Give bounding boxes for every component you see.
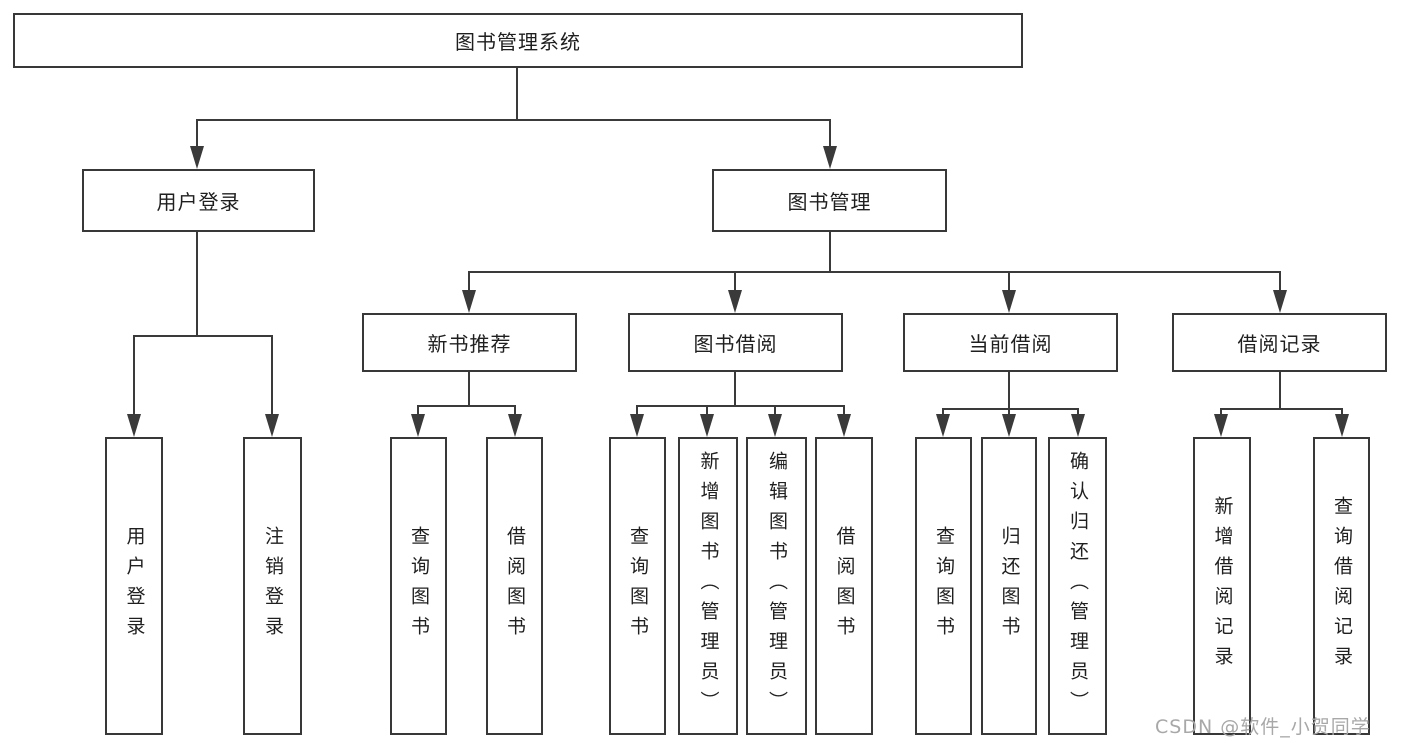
leaf-confirm-return-admin: 确认归还（管理员）: [1048, 437, 1107, 735]
node-library-system-label: 图书管理系统: [455, 30, 581, 54]
connector-book-management-stub: [829, 232, 831, 273]
connector-br-leaf1: [1220, 408, 1222, 417]
connector-to-current-borrow: [1008, 271, 1010, 293]
leaf-confirm-return-admin-label: 确认归还（管理员）: [1067, 451, 1089, 721]
arrow-cb-leaf1: [936, 414, 950, 437]
connector-to-leaf-logout: [271, 335, 273, 415]
node-book-borrowing: 图书借阅: [628, 313, 843, 372]
arrow-nb-leaf2: [508, 414, 522, 437]
connector-nb-leaf2: [514, 405, 516, 417]
arrow-to-leaf-logout: [265, 414, 279, 437]
arrow-br-leaf1: [1214, 414, 1228, 437]
leaf-user-login: 用户登录: [105, 437, 163, 735]
node-user-login: 用户登录: [82, 169, 315, 232]
leaf-logout: 注销登录: [243, 437, 302, 735]
connector-level3-horizontal: [468, 271, 1281, 273]
connector-new-book-horizontal: [417, 405, 516, 407]
connector-new-book-stub: [468, 372, 470, 407]
leaf-user-login-label: 用户登录: [123, 526, 146, 646]
leaf-borrow-books-recommend-label: 借阅图书: [504, 526, 526, 646]
connector-to-book-management: [829, 119, 831, 149]
connector-cb-leaf3: [1077, 408, 1079, 417]
connector-user-login-stub: [196, 232, 198, 337]
connector-to-borrow-record: [1279, 271, 1281, 293]
node-borrowing-records-label: 借阅记录: [1237, 332, 1322, 356]
arrow-to-leaf-user-login: [127, 414, 141, 437]
connector-to-new-book: [468, 271, 470, 293]
arrow-to-user-login: [190, 146, 204, 169]
connector-nb-leaf1: [417, 405, 419, 417]
arrow-bb-leaf2: [700, 414, 714, 437]
leaf-return-books: 归还图书: [981, 437, 1037, 735]
node-borrowing-records: 借阅记录: [1172, 313, 1387, 372]
connector-current-borrow-horizontal: [942, 408, 1079, 410]
connector-current-borrow-stub: [1008, 372, 1010, 410]
node-user-login-label: 用户登录: [156, 190, 241, 214]
leaf-query-books-borrowing-label: 查询图书: [627, 526, 649, 646]
connector-bb-leaf3: [774, 405, 776, 417]
connector-bb-leaf1: [636, 405, 638, 417]
connector-cb-leaf1: [942, 408, 944, 417]
node-new-book-recommend: 新书推荐: [362, 313, 577, 372]
leaf-query-borrow-record: 查询借阅记录: [1313, 437, 1370, 735]
leaf-query-books-recommend-label: 查询图书: [408, 526, 430, 646]
node-book-management-label: 图书管理: [787, 190, 872, 214]
leaf-edit-book-admin-label: 编辑图书（管理员）: [766, 451, 788, 721]
leaf-borrow-books-borrowing: 借阅图书: [815, 437, 873, 735]
leaf-add-book-admin-label: 新增图书（管理员）: [697, 451, 720, 721]
connector-to-leaf-user-login: [133, 335, 135, 415]
connector-borrow-record-horizontal: [1220, 408, 1343, 410]
connector-bb-leaf2: [706, 405, 708, 417]
connector-br-leaf2: [1341, 408, 1343, 417]
node-current-borrowing: 当前借阅: [903, 313, 1118, 372]
leaf-query-books-recommend: 查询图书: [390, 437, 447, 735]
arrow-to-new-book: [462, 290, 476, 313]
arrow-nb-leaf1: [411, 414, 425, 437]
leaf-edit-book-admin: 编辑图书（管理员）: [746, 437, 807, 735]
leaf-query-books-current: 查询图书: [915, 437, 972, 735]
connector-root-horizontal: [196, 119, 831, 121]
arrow-to-book-borrow: [728, 290, 742, 313]
arrow-to-book-management: [823, 146, 837, 169]
node-current-borrowing-label: 当前借阅: [968, 332, 1053, 356]
connector-to-user-login: [196, 119, 198, 149]
connector-user-login-horizontal: [133, 335, 273, 337]
csdn-watermark: CSDN @软件_小贺同学: [1155, 716, 1371, 738]
leaf-add-borrow-record: 新增借阅记录: [1193, 437, 1251, 735]
node-library-system: 图书管理系统: [13, 13, 1023, 68]
leaf-add-borrow-record-label: 新增借阅记录: [1211, 496, 1234, 676]
connector-root-stub: [516, 68, 518, 121]
leaf-borrow-books-recommend: 借阅图书: [486, 437, 543, 735]
node-book-borrowing-label: 图书借阅: [693, 332, 778, 356]
arrow-br-leaf2: [1335, 414, 1349, 437]
arrow-bb-leaf4: [837, 414, 851, 437]
leaf-borrow-books-borrowing-label: 借阅图书: [833, 526, 856, 646]
node-book-management: 图书管理: [712, 169, 947, 232]
leaf-query-borrow-record-label: 查询借阅记录: [1331, 496, 1353, 676]
leaf-return-books-label: 归还图书: [998, 526, 1021, 646]
leaf-query-books-current-label: 查询图书: [933, 526, 955, 646]
connector-bb-leaf4: [843, 405, 845, 417]
arrow-to-borrow-record: [1273, 290, 1287, 313]
connector-book-borrow-horizontal: [636, 405, 845, 407]
leaf-logout-label: 注销登录: [262, 526, 284, 646]
arrow-bb-leaf3: [768, 414, 782, 437]
arrow-cb-leaf3: [1071, 414, 1085, 437]
arrow-to-current-borrow: [1002, 290, 1016, 313]
connector-to-book-borrow: [734, 271, 736, 293]
connector-book-borrow-stub: [734, 372, 736, 407]
leaf-add-book-admin: 新增图书（管理员）: [678, 437, 738, 735]
connector-borrow-record-stub: [1279, 372, 1281, 410]
leaf-query-books-borrowing: 查询图书: [609, 437, 666, 735]
arrow-cb-leaf2: [1002, 414, 1016, 437]
node-new-book-recommend-label: 新书推荐: [427, 332, 512, 356]
arrow-bb-leaf1: [630, 414, 644, 437]
connector-cb-leaf2: [1008, 408, 1010, 417]
